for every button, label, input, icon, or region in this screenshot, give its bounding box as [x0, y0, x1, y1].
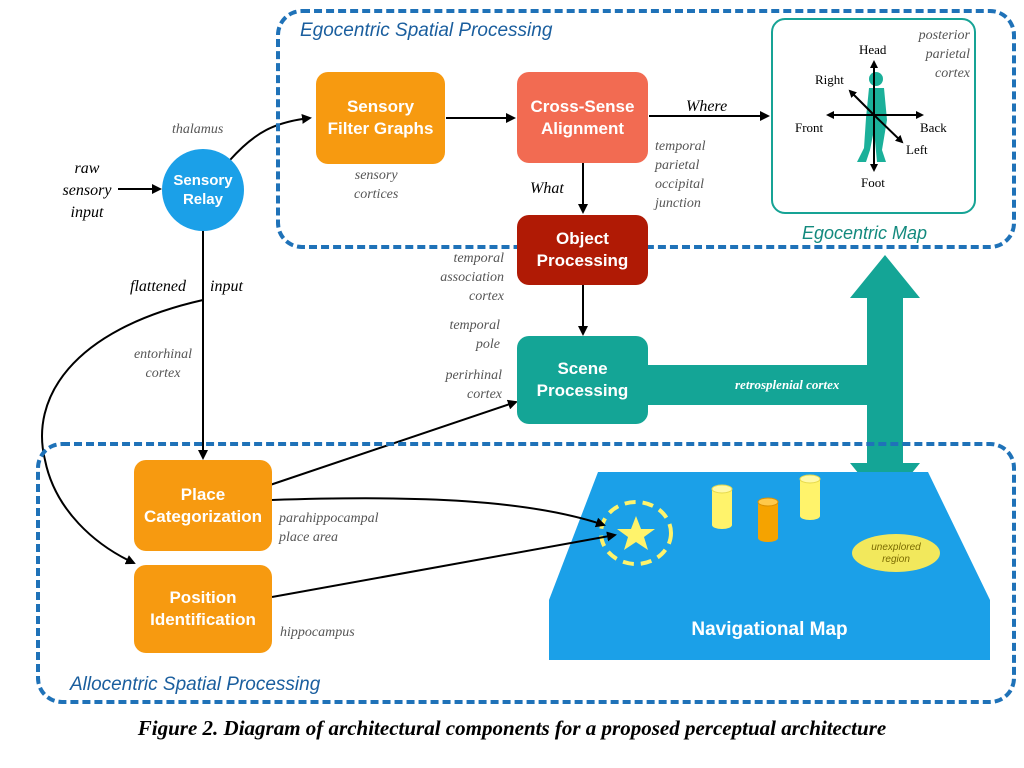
- anno-entorhinal: entorhinal cortex: [133, 347, 193, 381]
- allocentric-region-title: Allocentric Spatial Processing: [70, 674, 321, 695]
- sensory-relay-label: Sensory Relay: [173, 172, 233, 208]
- anno-posterior-parietal: posterior parietal cortex: [918, 28, 970, 81]
- retrosplenial-bar: [640, 365, 878, 405]
- compass-back: Back: [920, 120, 947, 135]
- compass-foot: Foot: [861, 175, 885, 190]
- navigational-map-front: [549, 600, 990, 660]
- anno-temporal-pole: temporal pole: [449, 318, 500, 352]
- sensory-relay-node: Sensory Relay: [162, 149, 244, 231]
- anno-retrosplenial: retrosplenial cortex: [735, 377, 840, 392]
- anno-unexplored: unexplored region: [871, 542, 921, 565]
- arrow-position-to-map: [271, 531, 617, 598]
- arrow-relay-to-filter: [229, 113, 312, 161]
- object-processing-label: Object Processing: [536, 229, 629, 270]
- anno-tpoj: temporal parietal occipital junction: [655, 139, 706, 211]
- navigational-map-label: Navigational Map: [691, 619, 848, 640]
- object-processing-node: Object Processing: [517, 215, 648, 285]
- arrow-place-to-map: [271, 497, 606, 528]
- current-location-ring: [599, 500, 673, 566]
- anno-perirhinal: perirhinal cortex: [445, 368, 502, 402]
- flattened-label: flattened: [130, 278, 186, 295]
- sensory-filter-node: Sensory Filter Graphs: [316, 72, 445, 164]
- compass-left: Left: [906, 142, 928, 157]
- egocentric-region-title: Egocentric Spatial Processing: [300, 20, 553, 41]
- compass-front: Front: [795, 120, 824, 135]
- place-categorization-node: Place Categorization: [134, 460, 272, 551]
- unexplored-region: [852, 534, 940, 572]
- landmark-cylinder-1: [711, 484, 733, 529]
- landmark-cylinder-2: [757, 497, 779, 542]
- cross-sense-node: Cross-Sense Alignment: [517, 72, 648, 163]
- compass-right: Right: [815, 72, 844, 87]
- position-identification-node: Position Identification: [134, 565, 272, 653]
- what-label: What: [530, 180, 564, 197]
- egocentric-map-box: [771, 18, 976, 214]
- star-icon: [617, 516, 655, 550]
- allocentric-region: [36, 442, 1016, 704]
- cross-sense-label: Cross-Sense Alignment: [530, 96, 635, 138]
- anno-parahippocampal: parahippocampal place area: [279, 511, 379, 545]
- compass-head: Head: [859, 42, 887, 57]
- egocentric-map-title: Egocentric Map: [802, 223, 928, 243]
- landmark-cylinder-3: [799, 474, 821, 520]
- where-label: Where: [686, 98, 728, 115]
- input-label: input: [210, 278, 243, 295]
- anno-hippocampus: hippocampus: [280, 625, 355, 640]
- scene-processing-node: Scene Processing: [517, 336, 648, 424]
- anno-thalamus: thalamus: [172, 122, 224, 137]
- anno-sensory-cortices: sensory cortices: [354, 168, 399, 202]
- raw-input-label: raw sensory input: [62, 160, 112, 221]
- place-categorization-label: Place Categorization: [143, 484, 263, 526]
- anno-temporal-association: temporal association cortex: [440, 251, 504, 304]
- scene-processing-label: Scene Processing: [536, 359, 629, 400]
- position-identification-label: Position Identification: [150, 588, 256, 629]
- figure-caption: Figure 2. Diagram of architectural compo…: [137, 716, 887, 740]
- sensory-filter-label: Sensory Filter Graphs: [327, 97, 434, 138]
